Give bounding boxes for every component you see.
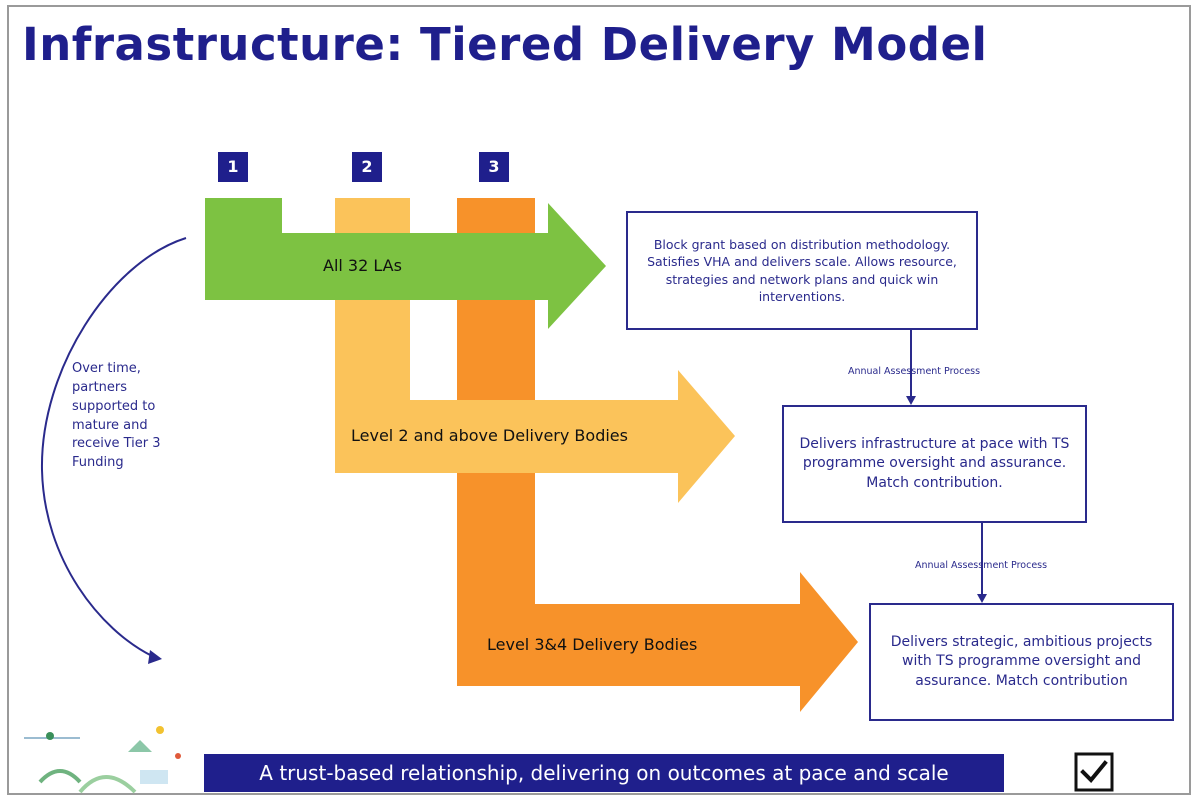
decorative-landscape-image (24, 726, 181, 794)
assessment-label-2: Annual Assessment Process (915, 560, 1048, 571)
page-title: Infrastructure: Tiered Delivery Model (22, 18, 988, 71)
tier-3-description-box: Delivers strategic, ambitious projects w… (869, 603, 1174, 721)
checkbox-checked-icon (1074, 752, 1114, 792)
connector-arrowhead-1 (906, 396, 916, 405)
footer-banner: A trust-based relationship, delivering o… (204, 754, 1004, 792)
tier-3-label: Level 3&4 Delivery Bodies (487, 635, 698, 654)
tier-3-badge: 3 (479, 152, 509, 182)
slide-frame (7, 5, 1191, 795)
tier-2-badge: 2 (352, 152, 382, 182)
tier-1-description-box: Block grant based on distribution method… (626, 211, 978, 330)
tier-1-badge: 1 (218, 152, 248, 182)
side-note: Over time, partners supported to mature … (72, 361, 161, 471)
tier-3-description: Delivers strategic, ambitious projects w… (890, 634, 1153, 689)
tier-2-arrow (335, 198, 735, 503)
curve-arrowhead (148, 650, 162, 664)
tier-1-description: Block grant based on distribution method… (647, 237, 957, 304)
tier-1-arrow (205, 198, 606, 329)
maturity-curve-arrow (40, 237, 187, 657)
tier-1-label: All 32 LAs (323, 256, 402, 275)
assessment-label-1: Annual Assessment Process (848, 366, 981, 377)
connector-arrowhead-2 (977, 594, 987, 603)
tier-2-label: Level 2 and above Delivery Bodies (351, 426, 628, 445)
tier-2-description: Delivers infrastructure at pace with TS … (799, 436, 1070, 491)
tier-2-description-box: Delivers infrastructure at pace with TS … (782, 405, 1087, 523)
